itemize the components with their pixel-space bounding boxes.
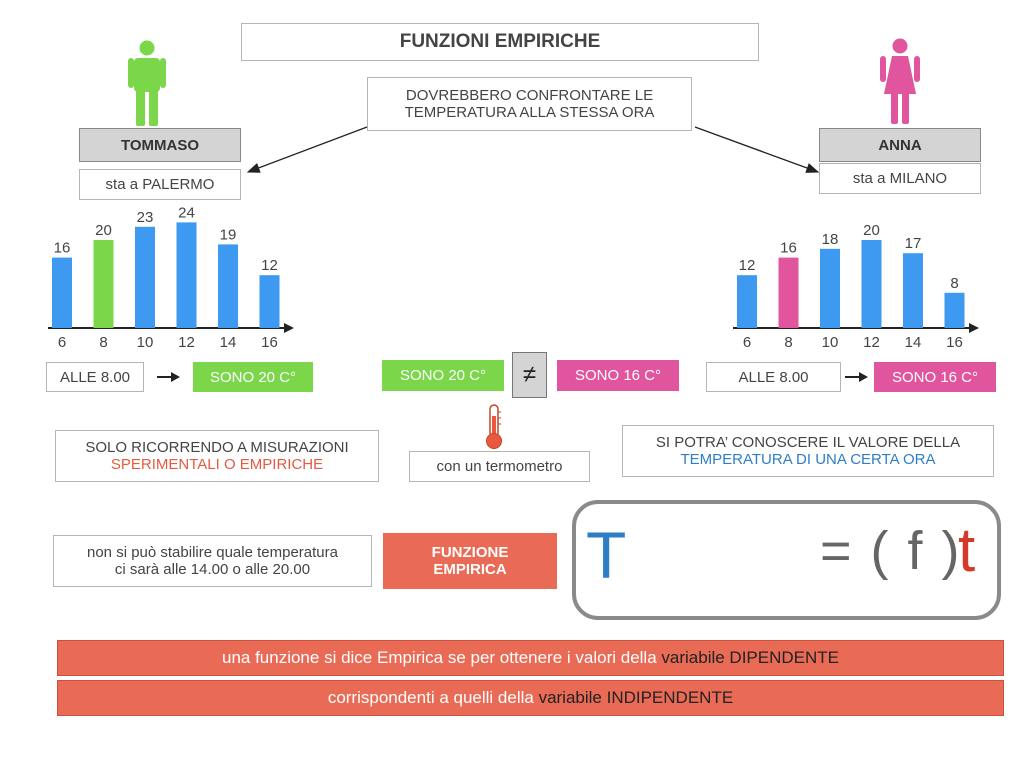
tommaso-chart-value-label: 23 — [137, 209, 154, 226]
anna-chart-tick-label: 8 — [784, 334, 792, 351]
anna-chart-value-label: 16 — [780, 240, 797, 257]
tommaso-chart-value-label: 16 — [54, 240, 71, 257]
tommaso-chart-bar — [52, 257, 72, 328]
measure-line-1: SOLO RICORRENDO A MISURAZIONI — [85, 439, 349, 456]
tommaso-chart-value-label: 24 — [178, 204, 195, 221]
prediction-line-2: ci sarà alle 14.00 o alle 20.00 — [114, 561, 311, 578]
thermometer-icon — [486, 404, 502, 449]
tommaso-chart-axis-arrow-icon — [284, 323, 294, 333]
formula-box: T = ( f ) t — [572, 500, 1001, 620]
anna-chart-value-label: 18 — [822, 231, 839, 248]
tommaso-chart-bar — [218, 244, 238, 328]
tommaso-time-box: ALLE 8.00 — [46, 362, 144, 392]
anna-chart-value-label: 8 — [950, 275, 958, 292]
tommaso-chart-bar — [259, 275, 280, 328]
function-box: FUNZIONE EMPIRICA — [383, 533, 557, 589]
thermometer-caption-box: con un termometro — [409, 451, 590, 482]
anna-result: SONO 16 C° — [891, 368, 979, 386]
tommaso-name-box: TOMMASO — [79, 128, 241, 162]
male-person-icon — [128, 40, 166, 126]
anna-chart-value-label: 12 — [739, 257, 756, 274]
tommaso-chart-bar — [93, 240, 114, 328]
anna-chart-tick-label: 10 — [822, 334, 839, 351]
note-line-1: DOVREBBERO CONFRONTARE LE — [405, 87, 654, 104]
anna-chart-bar — [820, 248, 840, 328]
anna-chart-tick-label: 6 — [743, 334, 751, 351]
tommaso-chart-bar — [135, 226, 155, 328]
tommaso-chart-tick-label: 10 — [137, 334, 154, 351]
tommaso-chart-tick-label: 8 — [99, 334, 107, 351]
tommaso-chart-value-label: 19 — [220, 226, 237, 243]
anna-chart-bar — [903, 253, 923, 328]
anna-chart-bar — [861, 240, 882, 328]
anna-chart-bar — [778, 257, 799, 328]
anna-location-box: sta a MILANO — [819, 163, 981, 194]
banner-1-highlight: variabile DIPENDENTE — [661, 648, 839, 667]
knowledge-line-1: SI POTRA’ CONOSCERE IL VALORE DELLA — [655, 434, 961, 451]
banner-2-highlight: variabile INDIPENDENTE — [538, 688, 734, 707]
formula-function: = ( f ) — [820, 521, 962, 581]
anna-time: ALLE 8.00 — [738, 368, 809, 386]
formula-dependent-variable: T — [586, 518, 627, 592]
definition-banner-1: una funzione si dice Empirica se per ott… — [57, 640, 1004, 676]
page-title: FUNZIONI EMPIRICHE — [241, 23, 759, 61]
measure-box: SOLO RICORRENDO A MISURAZIONI SPERIMENTA… — [55, 430, 379, 482]
tommaso-chart-value-label: 12 — [261, 257, 278, 274]
thermometer-caption: con un termometro — [436, 458, 563, 475]
note-line-2: TEMPERATURA ALLA STESSA ORA — [404, 104, 655, 121]
knowledge-line-2: TEMPERATURA DI UNA CERTA ORA — [680, 451, 936, 468]
tommaso-result-box: SONO 20 C° — [193, 362, 313, 392]
tommaso-chart-tick-label: 12 — [178, 334, 195, 351]
definition-banner-2: corrispondenti a quelli della variabile … — [57, 680, 1004, 716]
anna-name: ANNA — [878, 136, 922, 154]
page-title-text: FUNZIONI EMPIRICHE — [399, 31, 601, 52]
not-equal-box: ≠ — [512, 352, 547, 398]
anna-result-box: SONO 16 C° — [874, 362, 996, 392]
tommaso-chart-bar — [176, 222, 197, 328]
arrow-to-tommaso — [246, 126, 368, 173]
function-line-2: EMPIRICA — [433, 561, 507, 578]
prediction-box: non si può stabilire quale temperatura c… — [53, 535, 372, 587]
tommaso-result: SONO 20 C° — [209, 368, 297, 386]
chart-anna: 12 6 16 8 18 10 20 12 17 14 8 16 — [733, 222, 979, 351]
note-box: DOVREBBERO CONFRONTARE LE TEMPERATURA AL… — [367, 77, 692, 131]
anna-chart-value-label: 20 — [863, 222, 880, 239]
anna-chart-tick-label: 12 — [863, 334, 880, 351]
compare-left: SONO 20 C° — [399, 367, 487, 384]
not-equal-icon: ≠ — [522, 361, 537, 388]
tommaso-name: TOMMASO — [120, 136, 200, 154]
anna-location: sta a MILANO — [852, 170, 948, 187]
formula-independent-variable: t — [958, 516, 976, 585]
compare-right: SONO 16 C° — [574, 367, 662, 384]
tommaso-time: ALLE 8.00 — [59, 368, 131, 386]
right-arrow-icon — [157, 372, 180, 382]
anna-chart-value-label: 17 — [905, 235, 922, 252]
compare-right-box: SONO 16 C° — [557, 360, 679, 391]
chart-tommaso: 16 6 20 8 23 10 24 12 19 14 12 16 — [48, 204, 294, 351]
knowledge-box: SI POTRA’ CONOSCERE IL VALORE DELLA TEMP… — [622, 425, 994, 477]
female-person-icon — [880, 38, 920, 124]
tommaso-chart-tick-label: 16 — [261, 334, 278, 351]
anna-time-box: ALLE 8.00 — [706, 362, 841, 392]
anna-chart-bar — [737, 275, 757, 328]
measure-line-2: SPERIMENTALI O EMPIRICHE — [110, 456, 324, 473]
anna-chart-tick-label: 14 — [905, 334, 922, 351]
tommaso-chart-tick-label: 6 — [58, 334, 66, 351]
tommaso-location: sta a PALERMO — [105, 176, 215, 193]
note-arrows — [246, 126, 820, 173]
prediction-line-1: non si può stabilire quale temperatura — [87, 544, 338, 561]
anna-chart-bar — [944, 292, 965, 328]
anna-chart-axis-arrow-icon — [969, 323, 979, 333]
arrow-to-anna — [694, 126, 820, 173]
banner-2-text: corrispondenti a quelli della — [327, 688, 539, 707]
tommaso-location-box: sta a PALERMO — [79, 169, 241, 200]
function-line-1: FUNZIONE — [431, 544, 509, 561]
anna-chart-tick-label: 16 — [946, 334, 963, 351]
compare-left-box: SONO 20 C° — [382, 360, 504, 391]
right-arrow-icon — [845, 372, 868, 382]
tommaso-chart-tick-label: 14 — [220, 334, 237, 351]
banner-1-text: una funzione si dice Empirica se per ott… — [221, 648, 662, 667]
tommaso-chart-value-label: 20 — [95, 222, 112, 239]
anna-name-box: ANNA — [819, 128, 981, 162]
